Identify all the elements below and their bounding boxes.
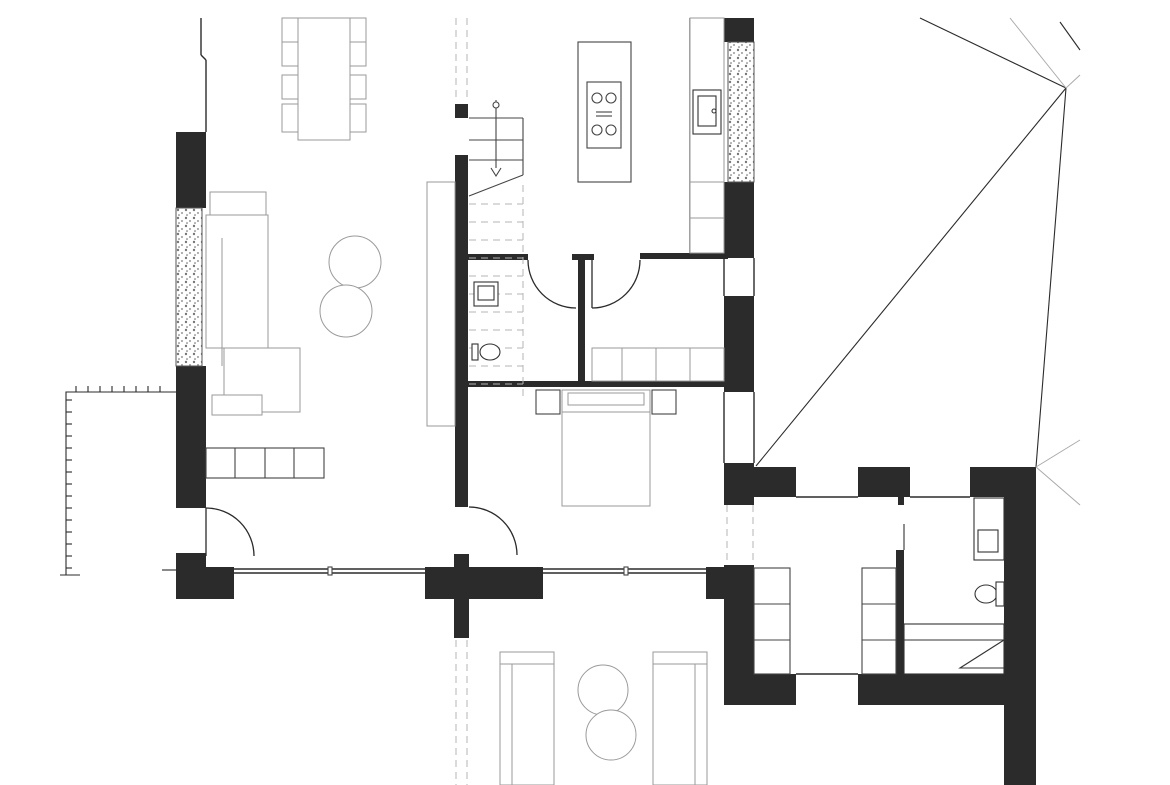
coffee-tables bbox=[319, 235, 382, 338]
terrace-furniture bbox=[499, 651, 708, 785]
site-lines bbox=[755, 17, 1081, 506]
bed bbox=[535, 389, 677, 507]
interior-walls bbox=[200, 18, 970, 676]
storage-bench bbox=[205, 447, 325, 479]
glazing bbox=[234, 566, 706, 576]
kitchen-island bbox=[577, 41, 632, 183]
built-in-cabinet bbox=[426, 181, 456, 427]
annex-fixtures bbox=[753, 497, 1006, 675]
wardrobe bbox=[591, 347, 725, 382]
sofa bbox=[205, 191, 301, 416]
exterior-walls bbox=[176, 18, 1036, 785]
dining-table bbox=[281, 17, 367, 141]
kitchen-counter bbox=[689, 17, 725, 254]
axis-lines bbox=[455, 18, 754, 785]
door-swings bbox=[205, 259, 641, 557]
staircase bbox=[468, 100, 524, 400]
wc-fixtures bbox=[471, 281, 501, 361]
stone-walls bbox=[175, 41, 755, 367]
terrace-edge bbox=[60, 386, 176, 576]
